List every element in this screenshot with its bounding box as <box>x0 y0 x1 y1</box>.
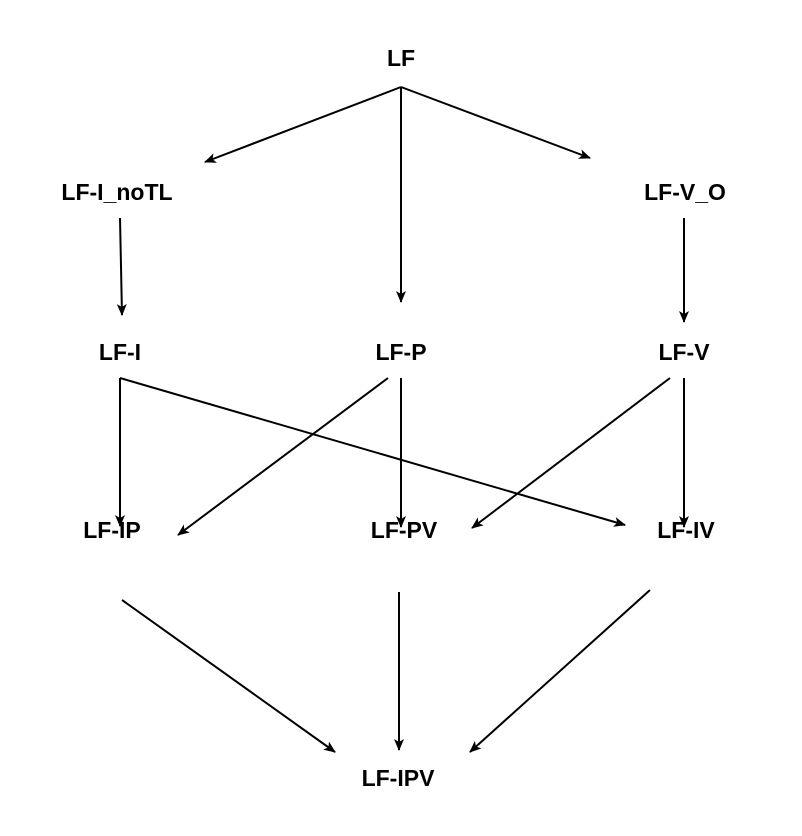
edge-lf-to-lf-v-o <box>400 86 591 159</box>
edge-lf-i-to-lf-iv <box>119 377 626 527</box>
node-lf-v-o: LF-V_O <box>644 179 726 205</box>
node-lf: LF <box>387 45 415 71</box>
edge-lf-iv-to-lf-ipv <box>469 589 651 753</box>
node-lf-ipv: LF-IPV <box>362 765 435 791</box>
node-lf-i-notl: LF-I_noTL <box>61 179 172 205</box>
edge-lf-i-notl-to-lf-i <box>116 217 127 316</box>
node-lf-i: LF-I <box>99 339 141 365</box>
node-lf-p: LF-P <box>375 339 426 365</box>
nodes: LF LF-I_noTL LF-V_O LF-I LF-P LF-V LF-IP LF-PV L… <box>61 45 725 791</box>
edge-lf-p-to-lf-ip <box>177 377 389 536</box>
node-lf-v: LF-V <box>658 339 710 365</box>
node-lf-iv: LF-IV <box>657 517 715 543</box>
edge-lf-ip-to-lf-ipv <box>121 599 336 753</box>
edge-lf-to-lf-i-notl <box>204 86 402 163</box>
edge-lf-v-to-lf-pv <box>471 377 671 529</box>
node-lf-pv: LF-PV <box>371 517 438 543</box>
node-lf-ip: LF-IP <box>83 517 141 543</box>
edges <box>115 86 689 753</box>
